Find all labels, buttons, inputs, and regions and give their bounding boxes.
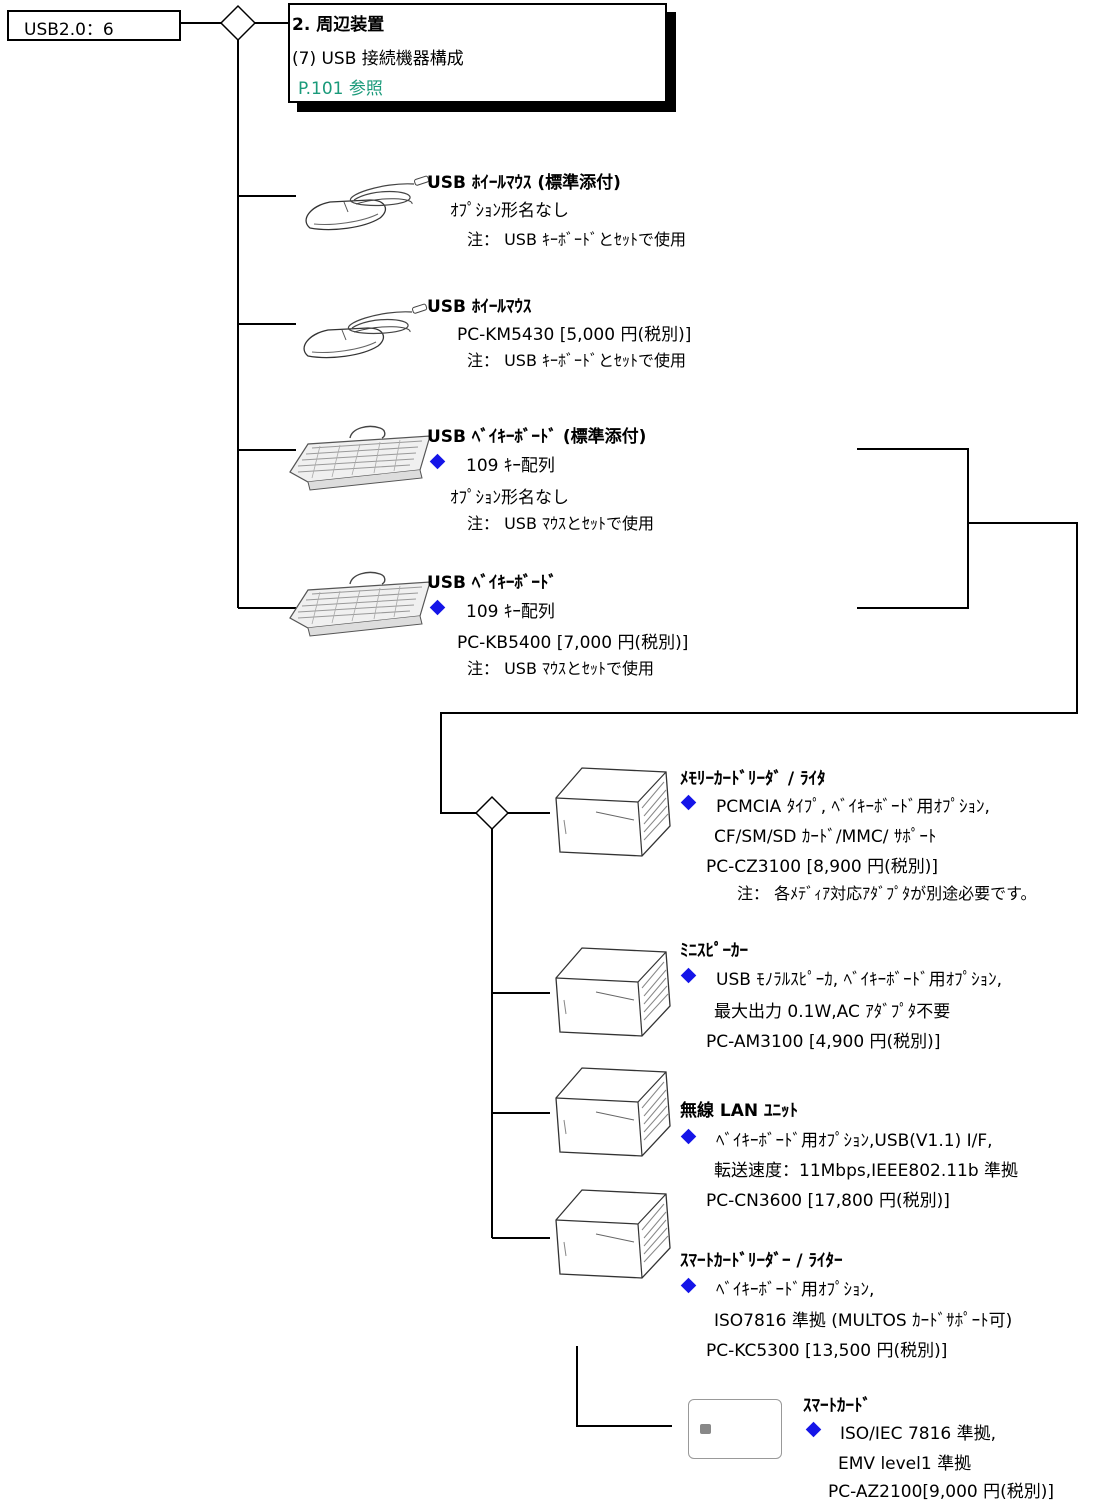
- option-note: 注： 各ﾒﾃﾞｨｱ対応ｱﾀﾞﾌﾟﾀが別途必要です。: [737, 884, 1037, 903]
- card-reader-image: [555, 767, 671, 857]
- option-line: PC-CZ3100 [8,900 円(税別)]: [706, 857, 939, 877]
- item-title: USB ﾍﾞｲｷｰﾎﾞｰﾄﾞ (標準添付): [427, 427, 647, 447]
- item-line: PC-KM5430 [5,000 円(税別)]: [457, 325, 692, 345]
- option-bullet: ﾍﾞｲｷｰﾎﾞｰﾄﾞ用ｵﾌﾟｼｮﾝ,: [716, 1280, 875, 1300]
- item-title: USB ﾎｲｰﾙﾏｳｽ: [427, 297, 532, 317]
- item-bullet: 109 ｷｰ配列: [466, 602, 555, 622]
- wireless-lan-image: [555, 1067, 671, 1157]
- option-title: ｽﾏｰﾄｶｰﾄﾞﾘｰﾀﾞｰ / ﾗｲﾀｰ: [680, 1251, 843, 1271]
- chip-icon: [700, 1424, 711, 1434]
- section-title: 2. 周辺装置: [292, 15, 385, 35]
- item-bullet: 109 ｷｰ配列: [466, 456, 555, 476]
- keyboard-image: [289, 425, 431, 491]
- option-title: ﾐﾆｽﾋﾟｰｶｰ: [680, 941, 748, 961]
- card-title: ｽﾏｰﾄｶｰﾄﾞ: [803, 1396, 871, 1416]
- option-line: 最大出力 0.1W,AC ｱﾀﾞﾌﾟﾀ不要: [714, 1002, 951, 1022]
- item-line: ｵﾌﾟｼｮﾝ形名なし: [450, 488, 569, 508]
- option-line: PC-CN3600 [17,800 円(税別)]: [706, 1191, 950, 1211]
- mouse-image: [303, 303, 428, 359]
- option-bullet: PCMCIA ﾀｲﾌﾟ, ﾍﾞｲｷｰﾎﾞｰﾄﾞ用ｵﾌﾟｼｮﾝ,: [716, 797, 990, 817]
- option-line: 転送速度：11Mbps,IEEE802.11b 準拠: [714, 1161, 1019, 1181]
- smart-card-reader-image: [555, 1189, 671, 1279]
- option-line: PC-AM3100 [4,900 円(税別)]: [706, 1032, 941, 1052]
- speaker-image: [555, 947, 671, 1037]
- keyboard-image: [289, 571, 431, 637]
- root-label: USB2.0：6: [24, 20, 114, 40]
- option-bullet: USB ﾓﾉﾗﾙｽﾋﾟｰｶ, ﾍﾞｲｷｰﾎﾞｰﾄﾞ用ｵﾌﾟｼｮﾝ,: [716, 970, 1003, 990]
- item-title: USB ﾎｲｰﾙﾏｳｽ (標準添付): [427, 173, 621, 193]
- card-line: EMV level1 準拠: [838, 1454, 972, 1474]
- option-line: ISO7816 準拠 (MULTOS ｶｰﾄﾞｻﾎﾟｰﾄ可): [714, 1311, 1013, 1331]
- section-subtitle: (7) USB 接続機器構成: [292, 49, 464, 69]
- page-reference-link[interactable]: P.101 参照: [298, 79, 383, 99]
- card-line: PC-AZ2100[9,000 円(税別)]: [828, 1482, 1055, 1502]
- smart-card-image: [688, 1399, 782, 1459]
- item-note: 注： USB ﾏｳｽとｾｯﾄで使用: [467, 659, 655, 678]
- item-line: ｵﾌﾟｼｮﾝ形名なし: [450, 201, 569, 221]
- option-title: 無線 LAN ﾕﾆｯﾄ: [680, 1101, 799, 1121]
- item-note: 注： USB ｷｰﾎﾞｰﾄﾞとｾｯﾄで使用: [467, 351, 687, 370]
- mouse-image: [305, 175, 430, 231]
- section-header-box: [288, 3, 667, 103]
- item-title: USB ﾍﾞｲｷｰﾎﾞｰﾄﾞ: [427, 573, 557, 593]
- option-line: CF/SM/SD ｶｰﾄﾞ/MMC/ ｻﾎﾟｰﾄ: [714, 827, 937, 847]
- option-line: PC-KC5300 [13,500 円(税別)]: [706, 1341, 948, 1361]
- card-bullet: ISO/IEC 7816 準拠,: [840, 1424, 997, 1444]
- option-title: ﾒﾓﾘｰｶｰﾄﾞﾘｰﾀﾞ / ﾗｲﾀ: [680, 769, 826, 789]
- item-line: PC-KB5400 [7,000 円(税別)]: [457, 633, 689, 653]
- item-note: 注： USB ﾏｳｽとｾｯﾄで使用: [467, 514, 655, 533]
- item-note: 注： USB ｷｰﾎﾞｰﾄﾞとｾｯﾄで使用: [467, 230, 687, 249]
- option-bullet: ﾍﾞｲｷｰﾎﾞｰﾄﾞ用ｵﾌﾟｼｮﾝ,USB(V1.1) I/F,: [716, 1131, 993, 1151]
